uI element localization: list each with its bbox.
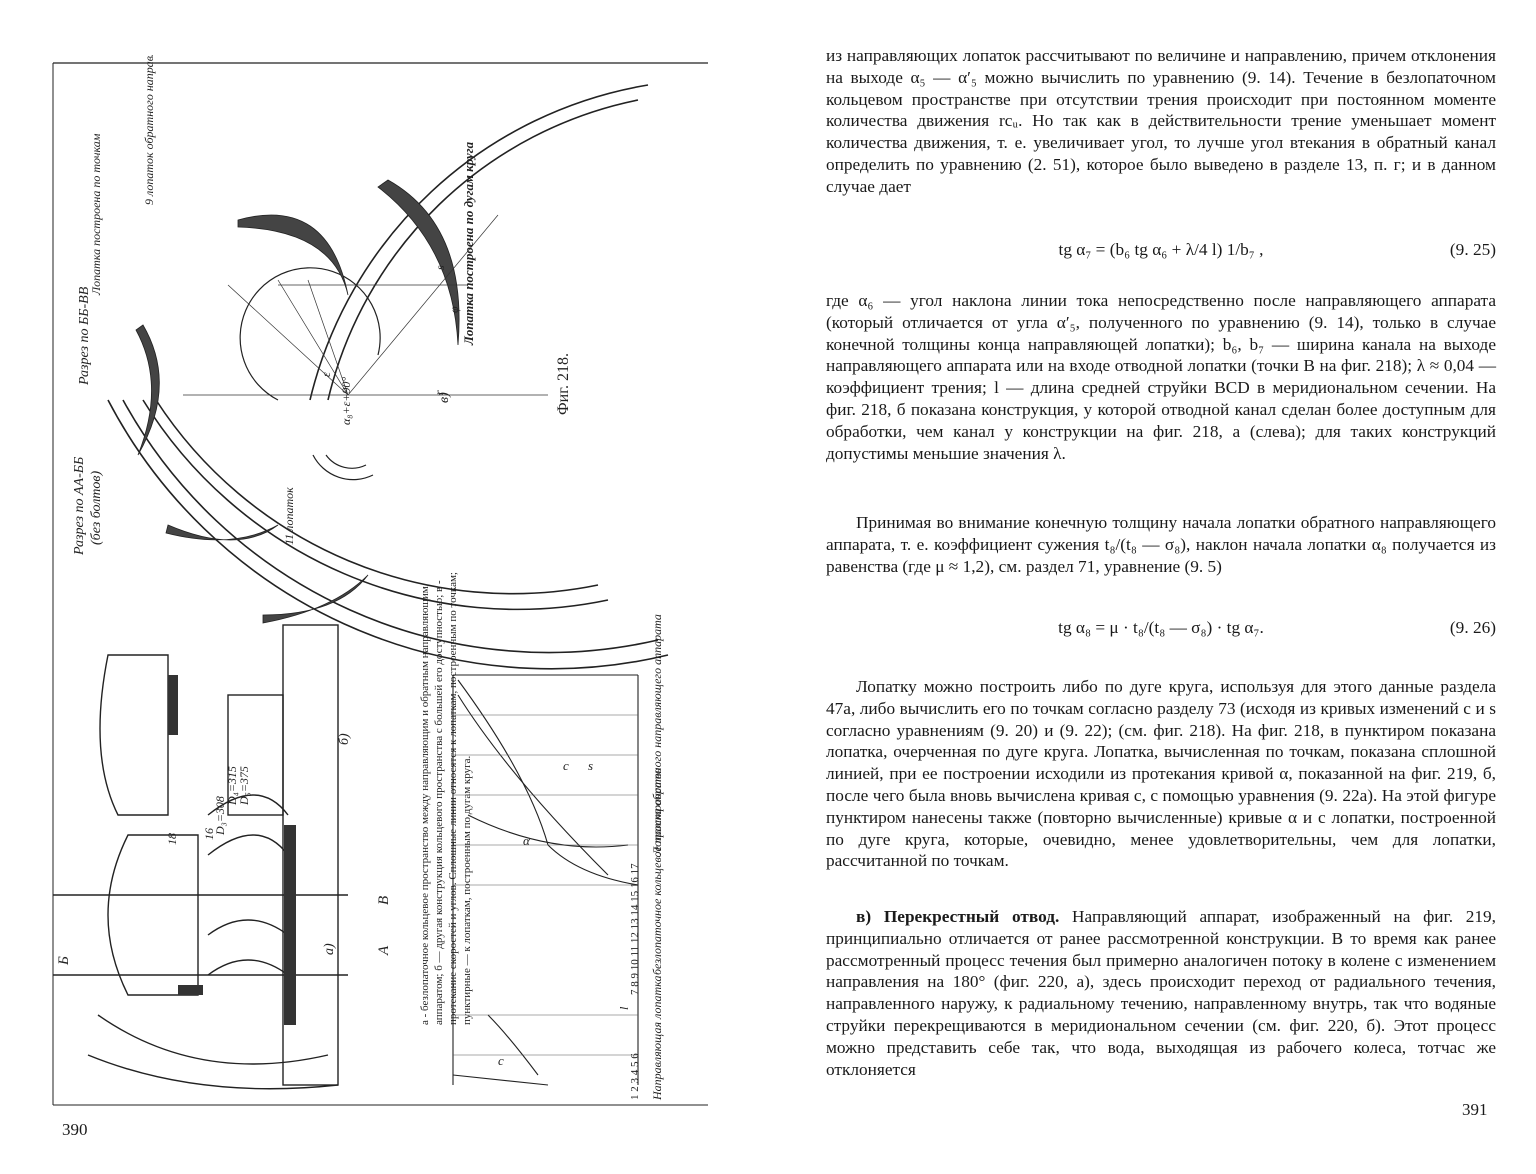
- label-b: б): [337, 733, 352, 745]
- label-eleven-blades: 11 лопаток: [282, 487, 296, 545]
- figure-218: Разрез по АА-ББ (без болтов) Разрез по Б…: [48, 55, 713, 1110]
- chart-gridlines: [453, 714, 638, 1056]
- paragraph-1: из направляющих лопаток рассчитывают по …: [826, 46, 1496, 196]
- paragraph-2: где α₆ — угол наклона линии тока непосре…: [826, 291, 1496, 463]
- hatched-walls: [168, 675, 296, 1025]
- paragraph-5-body: Направляющий аппарат, изображенный на фи…: [826, 907, 1496, 1079]
- left-page: Разрез по АА-ББ (без болтов) Разрез по Б…: [48, 55, 713, 1139]
- label-d5: D₅=375: [237, 766, 251, 806]
- label-s: s: [433, 265, 447, 270]
- formula-9-26-expr: tg α₈ = μ · t₈/(t₈ — σ₈) · tg α₇.: [1058, 618, 1264, 637]
- label-section-b: Б: [56, 956, 72, 966]
- velocity-curves: [452, 674, 639, 1086]
- page-number-right: 391: [1462, 1100, 1488, 1119]
- label-section-v: В: [376, 896, 392, 905]
- label-epsilon: ε: [319, 372, 333, 377]
- axis-l: l: [617, 1006, 631, 1010]
- label-blade-by-points: Лопатка построена по точкам: [89, 133, 103, 296]
- label-section-bb-vv: Разрез по ББ-ВВ: [77, 286, 92, 386]
- label-dim-16: 16: [202, 828, 216, 840]
- formula-9-25-expr: tg α₇ = (b₆ tg α₆ + λ/4 l) 1/b₇ ,: [1058, 240, 1264, 259]
- figure-caption-title: Фиг. 218.: [555, 353, 572, 415]
- label-section-aa-bb: Разрез по АА-ББ: [72, 457, 87, 556]
- formula-9-26-number: (9. 26): [1449, 618, 1496, 637]
- curve-label-c-2: c: [498, 1053, 504, 1068]
- label-r: r: [432, 390, 446, 395]
- axis-annular: безлопаточное кольцевое пространство: [650, 768, 664, 975]
- label-phi: φ: [447, 306, 461, 313]
- label-d3: D₃=308: [213, 796, 227, 836]
- label-angle-sum: α₈+ε+90°: [339, 377, 353, 425]
- page-number-left: 390: [62, 1120, 88, 1139]
- paragraph-5: в) Перекрестный отвод. Направляющий аппа…: [826, 906, 1496, 1080]
- label-d4: D₄=315: [225, 766, 239, 806]
- label-a: а): [322, 943, 337, 955]
- section-heading-crossover: в) Перекрестный отвод.: [856, 907, 1060, 926]
- label-without-bolts: (без болтов): [89, 471, 104, 545]
- formula-9-25: tg α₇ = (b₆ tg α₆ + λ/4 l) 1/b₇ , (9. 25…: [826, 240, 1496, 266]
- axis-numbers-left: 1 2 3 4 5 6: [629, 1053, 641, 1100]
- paragraph-3: Принимая во внимание конечную толщину на…: [826, 513, 1496, 576]
- label-dim-18: 18: [165, 833, 179, 845]
- label-blade-by-arcs: Лопатка построена по дугам круга: [461, 141, 476, 346]
- label-v: в): [437, 392, 452, 403]
- curve-label-alpha: α: [523, 833, 531, 848]
- formula-9-25-number: (9. 25): [1449, 240, 1496, 259]
- label-section-a: А: [376, 945, 392, 956]
- pump-cross-section: [53, 624, 348, 1090]
- paragraph-4: Лопатку можно построить либо по дуге кру…: [826, 677, 1496, 871]
- formula-9-26: tg α₈ = μ · t₈/(t₈ — σ₈) · tg α₇. (9. 26…: [826, 618, 1496, 644]
- volute-arcs: [107, 84, 669, 670]
- figure-drawing: Разрез по АА-ББ (без болтов) Разрез по Б…: [52, 55, 708, 1106]
- curve-label-s: s: [588, 758, 593, 773]
- axis-guide-blade: Направляющая лопатка: [650, 976, 664, 1101]
- curve-label-c: c: [563, 758, 569, 773]
- axis-return-blade: Лопатка обратного направляющего аппарата: [650, 614, 664, 856]
- label-nine-blades: 9 лопаток обратного направляющего аппара…: [142, 55, 156, 205]
- return-blades: [135, 179, 460, 624]
- axis-numbers-right: 7 8 9 10 11 12 13 14 15 16 17: [629, 863, 641, 995]
- figure-caption-text: а - безлопаточное кольцевое пространство…: [419, 572, 473, 1025]
